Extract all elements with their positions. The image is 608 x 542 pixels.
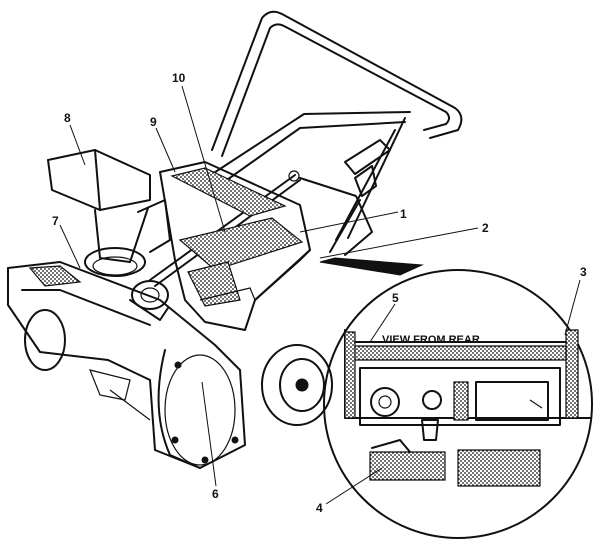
inset-caption: VIEW FROM REAR	[382, 334, 480, 346]
rear-view-inset: VIEW FROM REAR	[319, 257, 593, 539]
wheel	[261, 344, 333, 426]
callout-8: 8	[64, 111, 71, 125]
callout-2: 2	[482, 221, 489, 235]
leader-lines	[59, 85, 581, 505]
callout-9: 9	[150, 115, 157, 129]
handle-assembly	[199, 10, 463, 256]
callout-4: 4	[316, 501, 323, 515]
callout-3: 3	[580, 265, 587, 279]
auger-housing	[7, 261, 246, 469]
callout-1: 1	[400, 207, 407, 221]
callout-5: 5	[392, 291, 399, 305]
engine-housing	[159, 161, 311, 331]
callout-10: 10	[172, 71, 186, 85]
callout-7: 7	[52, 214, 59, 228]
discharge-chute	[47, 149, 171, 277]
pulley	[129, 280, 169, 321]
callout-6: 6	[212, 487, 219, 501]
handle-grip	[344, 139, 391, 197]
